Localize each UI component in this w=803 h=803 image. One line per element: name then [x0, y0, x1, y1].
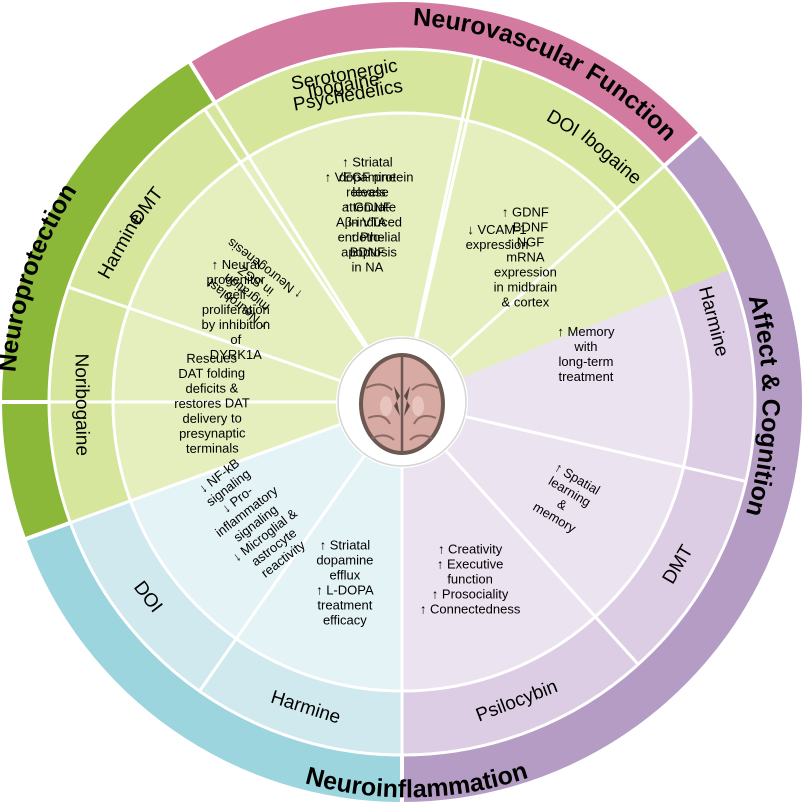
effect-wedge	[402, 451, 596, 691]
compound-band	[467, 58, 730, 294]
segment-divider	[450, 164, 666, 359]
segment-divider	[465, 415, 747, 483]
segment-divider	[415, 57, 483, 339]
ring-divider	[47, 47, 757, 757]
segment-divider	[67, 285, 341, 382]
category-divider	[662, 131, 703, 168]
brain-icon	[337, 337, 467, 467]
compound-band	[595, 467, 746, 665]
category-ring-neuroinflammation	[26, 522, 402, 802]
compound-band	[48, 287, 131, 523]
category-ring-neuroprotection	[2, 402, 71, 539]
compound-band	[402, 616, 639, 755]
segment-divider	[69, 423, 341, 525]
category-ring-neuroprotection	[2, 62, 215, 402]
category-divider	[187, 60, 217, 104]
divider-lines	[0, 47, 757, 803]
effect-wedge	[446, 416, 684, 617]
effect-wedge	[128, 162, 366, 381]
category-divider	[23, 520, 71, 542]
effect-wedge	[240, 112, 468, 348]
effect-wedge	[130, 424, 365, 639]
effect-wedge	[236, 456, 402, 691]
effect-wedge	[112, 307, 340, 501]
category-ring-affect	[402, 134, 802, 802]
compound-band	[199, 638, 402, 755]
category-ring-neurovascular	[190, 2, 700, 166]
compound-band	[68, 109, 241, 308]
compound-band	[70, 500, 237, 692]
compound-band	[204, 48, 482, 163]
segment-divider	[414, 56, 477, 338]
effect-wedge	[416, 120, 670, 378]
segment-divider	[198, 455, 366, 693]
segment-divider	[203, 108, 367, 349]
band-divider	[111, 111, 693, 693]
segment-divider	[445, 450, 640, 666]
compound-label: Noribogaine	[71, 353, 93, 456]
segment-divider	[213, 101, 369, 347]
